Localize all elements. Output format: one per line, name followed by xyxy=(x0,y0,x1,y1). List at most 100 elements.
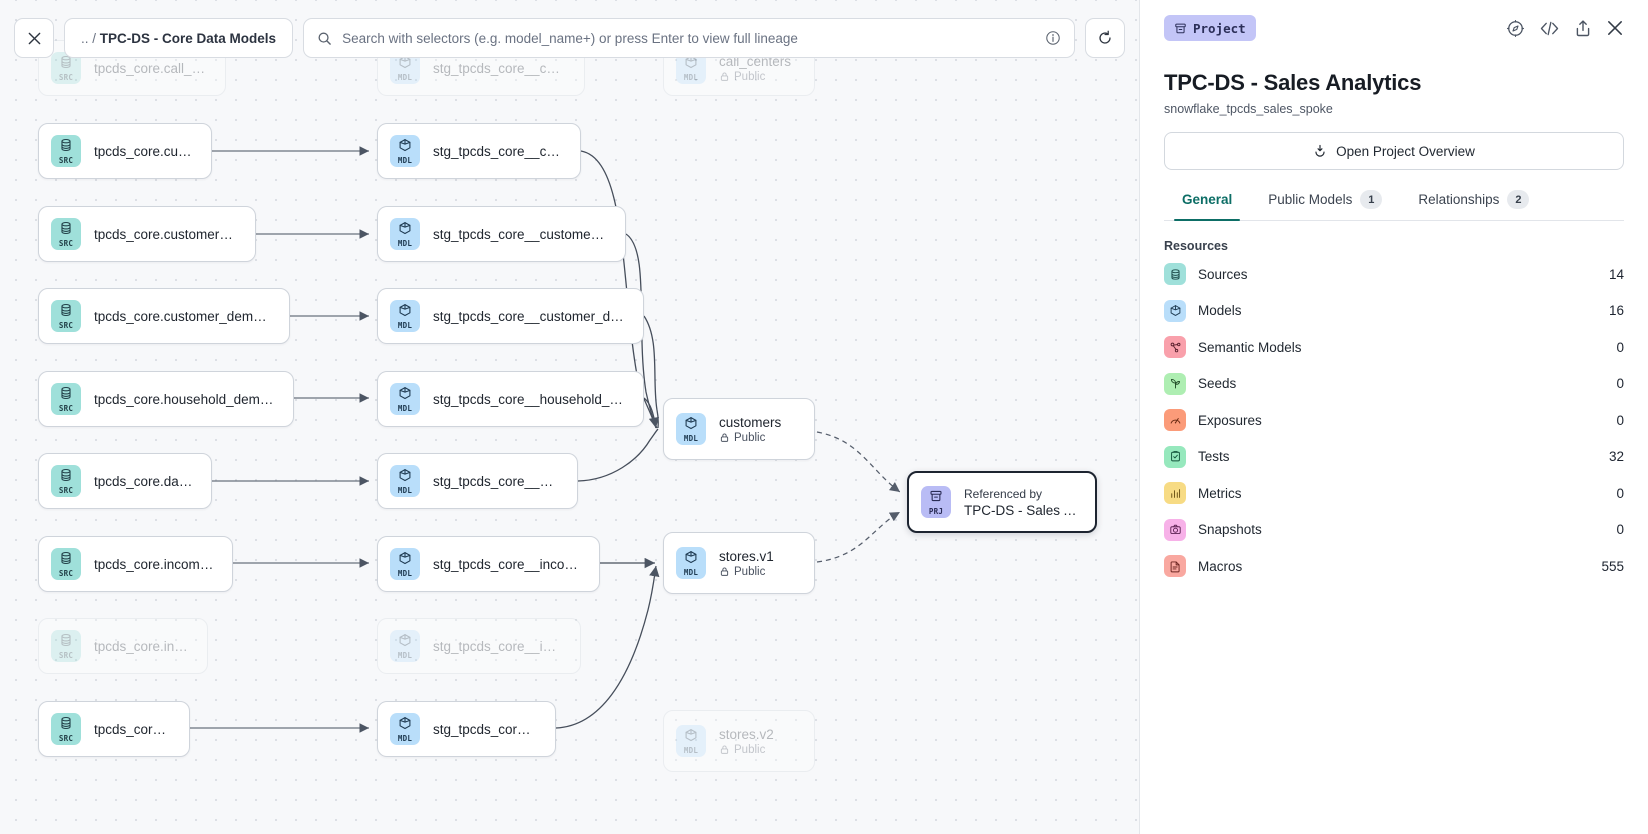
node-visibility: Public xyxy=(719,744,774,756)
src-badge-icon: SRC xyxy=(51,713,81,745)
resource-count: 14 xyxy=(1608,266,1624,282)
resource-count: 555 xyxy=(1601,558,1624,574)
mdl-badge-icon: MDL xyxy=(390,135,420,167)
node-visibility: Public xyxy=(719,566,774,578)
panel-header: Project xyxy=(1164,0,1624,56)
download-pin-icon xyxy=(1315,144,1325,157)
src-badge-icon: SRC xyxy=(51,465,81,497)
search-icon xyxy=(318,32,331,45)
node-label: stg_tpcds_core__income_band xyxy=(433,556,581,572)
lineage-node-mdl_income_band[interactable]: MDL stg_tpcds_core__income_band xyxy=(377,536,600,592)
breadcrumb-prefix: .. / xyxy=(81,30,97,46)
lineage-node-mdl_cust_addr[interactable]: MDL stg_tpcds_core__customer_address xyxy=(377,206,626,262)
node-label: stores.v2 xyxy=(719,726,774,742)
node-body: stg_tpcds_core__household_demogr… xyxy=(433,392,625,407)
mdl-badge-icon: MDL xyxy=(390,300,420,332)
compass-icon[interactable] xyxy=(1506,19,1525,38)
lineage-node-mdl_cust_demo[interactable]: MDL stg_tpcds_core__customer_demogra… xyxy=(377,288,644,344)
cube-icon xyxy=(1164,299,1186,322)
lineage-node-mdl_customer[interactable]: MDL stg_tpcds_core__customer xyxy=(377,123,581,179)
node-label: customers xyxy=(719,414,782,430)
info-icon[interactable] xyxy=(1045,30,1061,46)
node-body: tpcds_core.income_band xyxy=(94,557,214,572)
node-label: stg_tpcds_core__inventory xyxy=(433,638,562,654)
code-icon[interactable] xyxy=(1539,19,1560,38)
resource-row-exposures[interactable]: Exposures 0 xyxy=(1164,405,1624,436)
refresh-button[interactable] xyxy=(1085,18,1125,58)
project-identifier: snowflake_tpcds_sales_spoke xyxy=(1164,102,1333,116)
resource-name: Exposures xyxy=(1198,412,1262,428)
close-lineage-button[interactable] xyxy=(14,18,54,58)
resource-row-sources[interactable]: Sources 14 xyxy=(1164,259,1624,290)
tab-relationships[interactable]: Relationships 2 xyxy=(1400,190,1547,220)
search-input[interactable] xyxy=(342,30,1035,46)
mdl-badge-icon: MDL xyxy=(390,383,420,415)
tab-label: General xyxy=(1182,192,1233,207)
search-bar[interactable] xyxy=(303,18,1075,58)
lineage-canvas[interactable]: .. / TPC-DS - Core Data Models xyxy=(0,0,1140,834)
node-body: tpcds_core.store xyxy=(94,722,171,737)
breadcrumb[interactable]: .. / TPC-DS - Core Data Models xyxy=(64,18,294,58)
node-body: stg_tpcds_core__income_band xyxy=(433,557,581,572)
node-label: stg_tpcds_core__customer xyxy=(433,143,562,159)
share-icon[interactable] xyxy=(1574,19,1592,38)
seedling-icon xyxy=(1164,372,1186,395)
lineage-node-mdl_hh_demo[interactable]: MDL stg_tpcds_core__household_demogr… xyxy=(377,371,644,427)
resource-name: Macros xyxy=(1198,558,1243,574)
resource-type-chip[interactable]: Project xyxy=(1164,15,1256,41)
resource-name: Sources xyxy=(1198,266,1248,282)
tab-general[interactable]: General xyxy=(1164,190,1250,221)
mdl-badge-icon: MDL xyxy=(390,218,420,250)
close-panel-icon[interactable] xyxy=(1606,19,1624,37)
lineage-node-src_store[interactable]: SRC tpcds_core.store xyxy=(38,701,190,757)
lock-icon xyxy=(720,433,729,442)
mdl-badge-icon: MDL xyxy=(390,548,420,580)
node-label: stg_tpcds_core__household_demogr… xyxy=(433,391,625,407)
src-badge-icon: SRC xyxy=(51,548,81,580)
node-body: stg_tpcds_core__customer_demogra… xyxy=(433,309,625,324)
node-label: stg_tpcds_core__customer_demogra… xyxy=(433,308,625,324)
tab-badge: 2 xyxy=(1507,190,1530,209)
tab-label: Public Models xyxy=(1268,192,1353,207)
src-badge-icon: SRC xyxy=(51,135,81,167)
node-label: stores.v1 xyxy=(719,548,774,564)
lock-icon xyxy=(720,72,729,81)
node-label: TPC-DS - Sales Analytics xyxy=(964,502,1077,518)
resource-row-macros[interactable]: Macros 555 xyxy=(1164,551,1624,582)
mdl-badge-icon: MDL xyxy=(676,413,706,445)
src-badge-icon: SRC xyxy=(51,300,81,332)
node-body: tpcds_core.customer_address xyxy=(94,227,237,242)
resource-name: Seeds xyxy=(1198,376,1237,392)
resource-count: 0 xyxy=(1616,412,1624,428)
tab-label: Relationships xyxy=(1418,192,1500,207)
lineage-node-src_income_band[interactable]: SRC tpcds_core.income_band xyxy=(38,536,233,592)
breadcrumb-label: TPC-DS - Core Data Models xyxy=(99,30,277,46)
node-body: stg_tpcds_core__customer_address xyxy=(433,227,607,242)
lineage-toolbar: .. / TPC-DS - Core Data Models xyxy=(0,0,1139,76)
open-project-overview-button[interactable]: Open Project Overview xyxy=(1164,132,1624,170)
lock-icon xyxy=(720,567,729,576)
node-visibility: Public xyxy=(719,432,781,444)
